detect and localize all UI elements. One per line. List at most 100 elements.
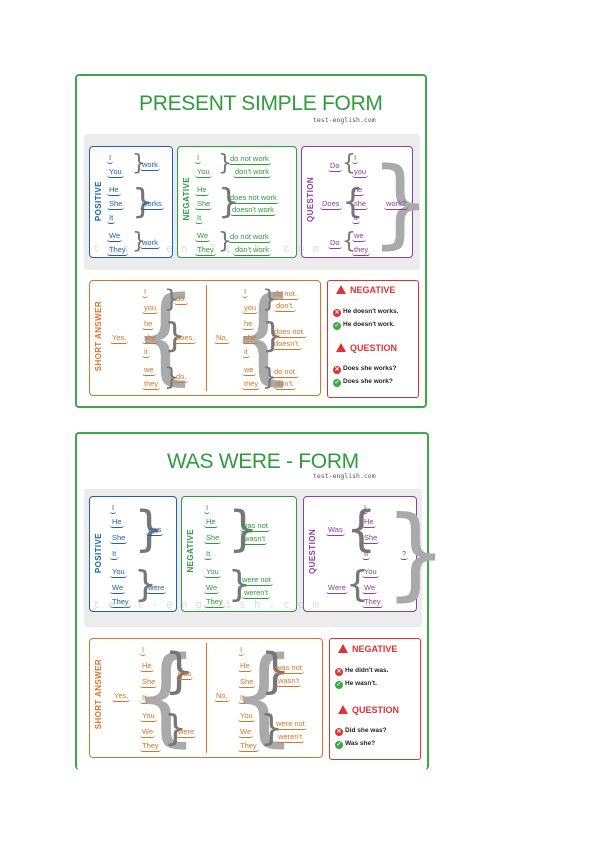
pronoun: They	[362, 597, 383, 608]
short-aux: do.	[174, 294, 189, 305]
site-logo: test-english.com	[313, 116, 376, 124]
panel-label: NEGATIVE	[182, 177, 191, 221]
pronoun: She	[107, 199, 125, 210]
negative-form: weren't	[242, 588, 270, 599]
pronoun: It	[110, 549, 119, 560]
verb: was	[146, 525, 164, 536]
pronoun: She	[362, 533, 380, 544]
common-mistakes-box: NEGATIVE ✕He didn't was. ✓He wasn't. QUE…	[329, 638, 421, 760]
pronoun: He	[238, 661, 252, 672]
wrong-example: ✕He didn't was.	[335, 667, 389, 676]
pronoun: she	[242, 333, 259, 344]
watermark: test-english.com	[93, 598, 327, 611]
pronoun: we	[142, 365, 156, 376]
question-verb: ?	[400, 549, 409, 560]
pronoun: it	[242, 347, 250, 358]
pronoun: she	[142, 333, 159, 344]
panel-label: SHORT ANSWER	[94, 301, 103, 372]
question-panel: QUESTION Do { I you Does { he she it Do …	[301, 146, 431, 258]
panel-label: POSITIVE	[94, 533, 103, 574]
question-aux: Were	[326, 583, 348, 594]
short-negative: do not.	[272, 289, 299, 300]
check-icon: ✓	[335, 741, 343, 749]
pronoun: You	[204, 567, 221, 578]
pronoun: I	[140, 645, 147, 656]
short-negative: doesn't.	[272, 339, 303, 350]
pronoun: We	[110, 583, 126, 594]
warning-icon	[336, 285, 346, 294]
pronoun: You	[195, 167, 212, 178]
question-heading: QUESTION	[338, 705, 399, 715]
was-were-card: WAS WERE - FORM test-english.com POSITIV…	[75, 432, 448, 770]
site-logo: test-english.com	[313, 472, 376, 480]
correct-example: ✓Was she?	[335, 740, 376, 749]
pronoun: We	[362, 583, 378, 594]
pronoun: You	[107, 167, 124, 178]
pronoun: We	[140, 727, 156, 738]
wrong-example: ✕He doesn't works.	[333, 308, 399, 317]
cross-icon: ✕	[335, 668, 343, 676]
pronoun: They	[204, 597, 225, 608]
pronoun: It	[238, 693, 247, 704]
cross-icon: ✕	[333, 309, 341, 317]
pronoun: I	[362, 503, 369, 514]
short-negative: don't.	[274, 301, 297, 312]
pronoun: he	[352, 185, 365, 196]
correct-example: ✓He wasn't.	[335, 680, 377, 689]
panel-label: SHORT ANSWER	[94, 659, 103, 730]
pronoun: We	[107, 231, 123, 242]
short-negative: do not.	[272, 367, 299, 378]
question-aux: Do	[328, 161, 342, 172]
question-heading: QUESTION	[336, 343, 397, 353]
short-aux: do.	[174, 372, 189, 383]
check-icon: ✓	[335, 681, 343, 689]
pronoun: She	[195, 199, 213, 210]
pronoun: they	[352, 245, 371, 256]
pronoun: it	[352, 213, 360, 224]
pronoun: I	[107, 153, 114, 164]
pronoun: He	[110, 517, 124, 528]
pronoun: they	[142, 379, 161, 390]
pronoun: We	[238, 727, 254, 738]
verb: works	[140, 199, 164, 210]
short-aux: were	[176, 727, 197, 738]
negative-form: was not	[240, 521, 270, 532]
negative-form: don't work	[233, 245, 271, 256]
pronoun: They	[238, 741, 259, 752]
pronoun: she	[352, 199, 369, 210]
negative-form: does not work	[228, 193, 279, 204]
negative-panel: NEGATIVE I He She It } was not wasn't Yo…	[181, 496, 297, 612]
pronoun: I	[242, 287, 249, 298]
short-negative: wasn't	[276, 676, 302, 687]
warning-icon	[338, 705, 348, 714]
wrong-example: ✕Did she was?	[335, 727, 387, 736]
pronoun: She	[140, 677, 158, 688]
panel-label: NEGATIVE	[186, 529, 195, 573]
check-icon: ✓	[333, 322, 341, 330]
short-answer-panel: SHORT ANSWER Yes, { I you } do. he she i…	[89, 280, 321, 396]
no-label: No,	[214, 691, 230, 702]
pronoun: you	[142, 303, 159, 314]
pronoun: he	[142, 319, 155, 330]
panel-label: POSITIVE	[94, 181, 103, 222]
pronoun: I	[352, 153, 359, 164]
pronoun: He	[362, 517, 376, 528]
negative-form: don't work	[233, 167, 271, 178]
pronoun: You	[362, 567, 379, 578]
pronoun: He	[195, 185, 209, 196]
short-negative: was not	[274, 663, 304, 674]
negative-form: wasn't	[242, 534, 268, 545]
positive-panel: POSITIVE I He She It } was You We They }…	[89, 496, 177, 612]
correct-example: ✓Does she work?	[333, 378, 393, 387]
verb: work	[140, 238, 160, 249]
negative-heading: NEGATIVE	[338, 644, 397, 654]
pronoun: you	[352, 167, 369, 178]
pronoun: you	[242, 303, 259, 314]
pronoun: They	[140, 741, 161, 752]
verb: work	[140, 160, 160, 171]
card-title: PRESENT SIMPLE FORM	[139, 92, 383, 115]
cross-icon: ✕	[333, 366, 341, 374]
pronoun: It	[195, 213, 204, 224]
pronoun: You	[238, 711, 255, 722]
check-icon: ✓	[333, 379, 341, 387]
